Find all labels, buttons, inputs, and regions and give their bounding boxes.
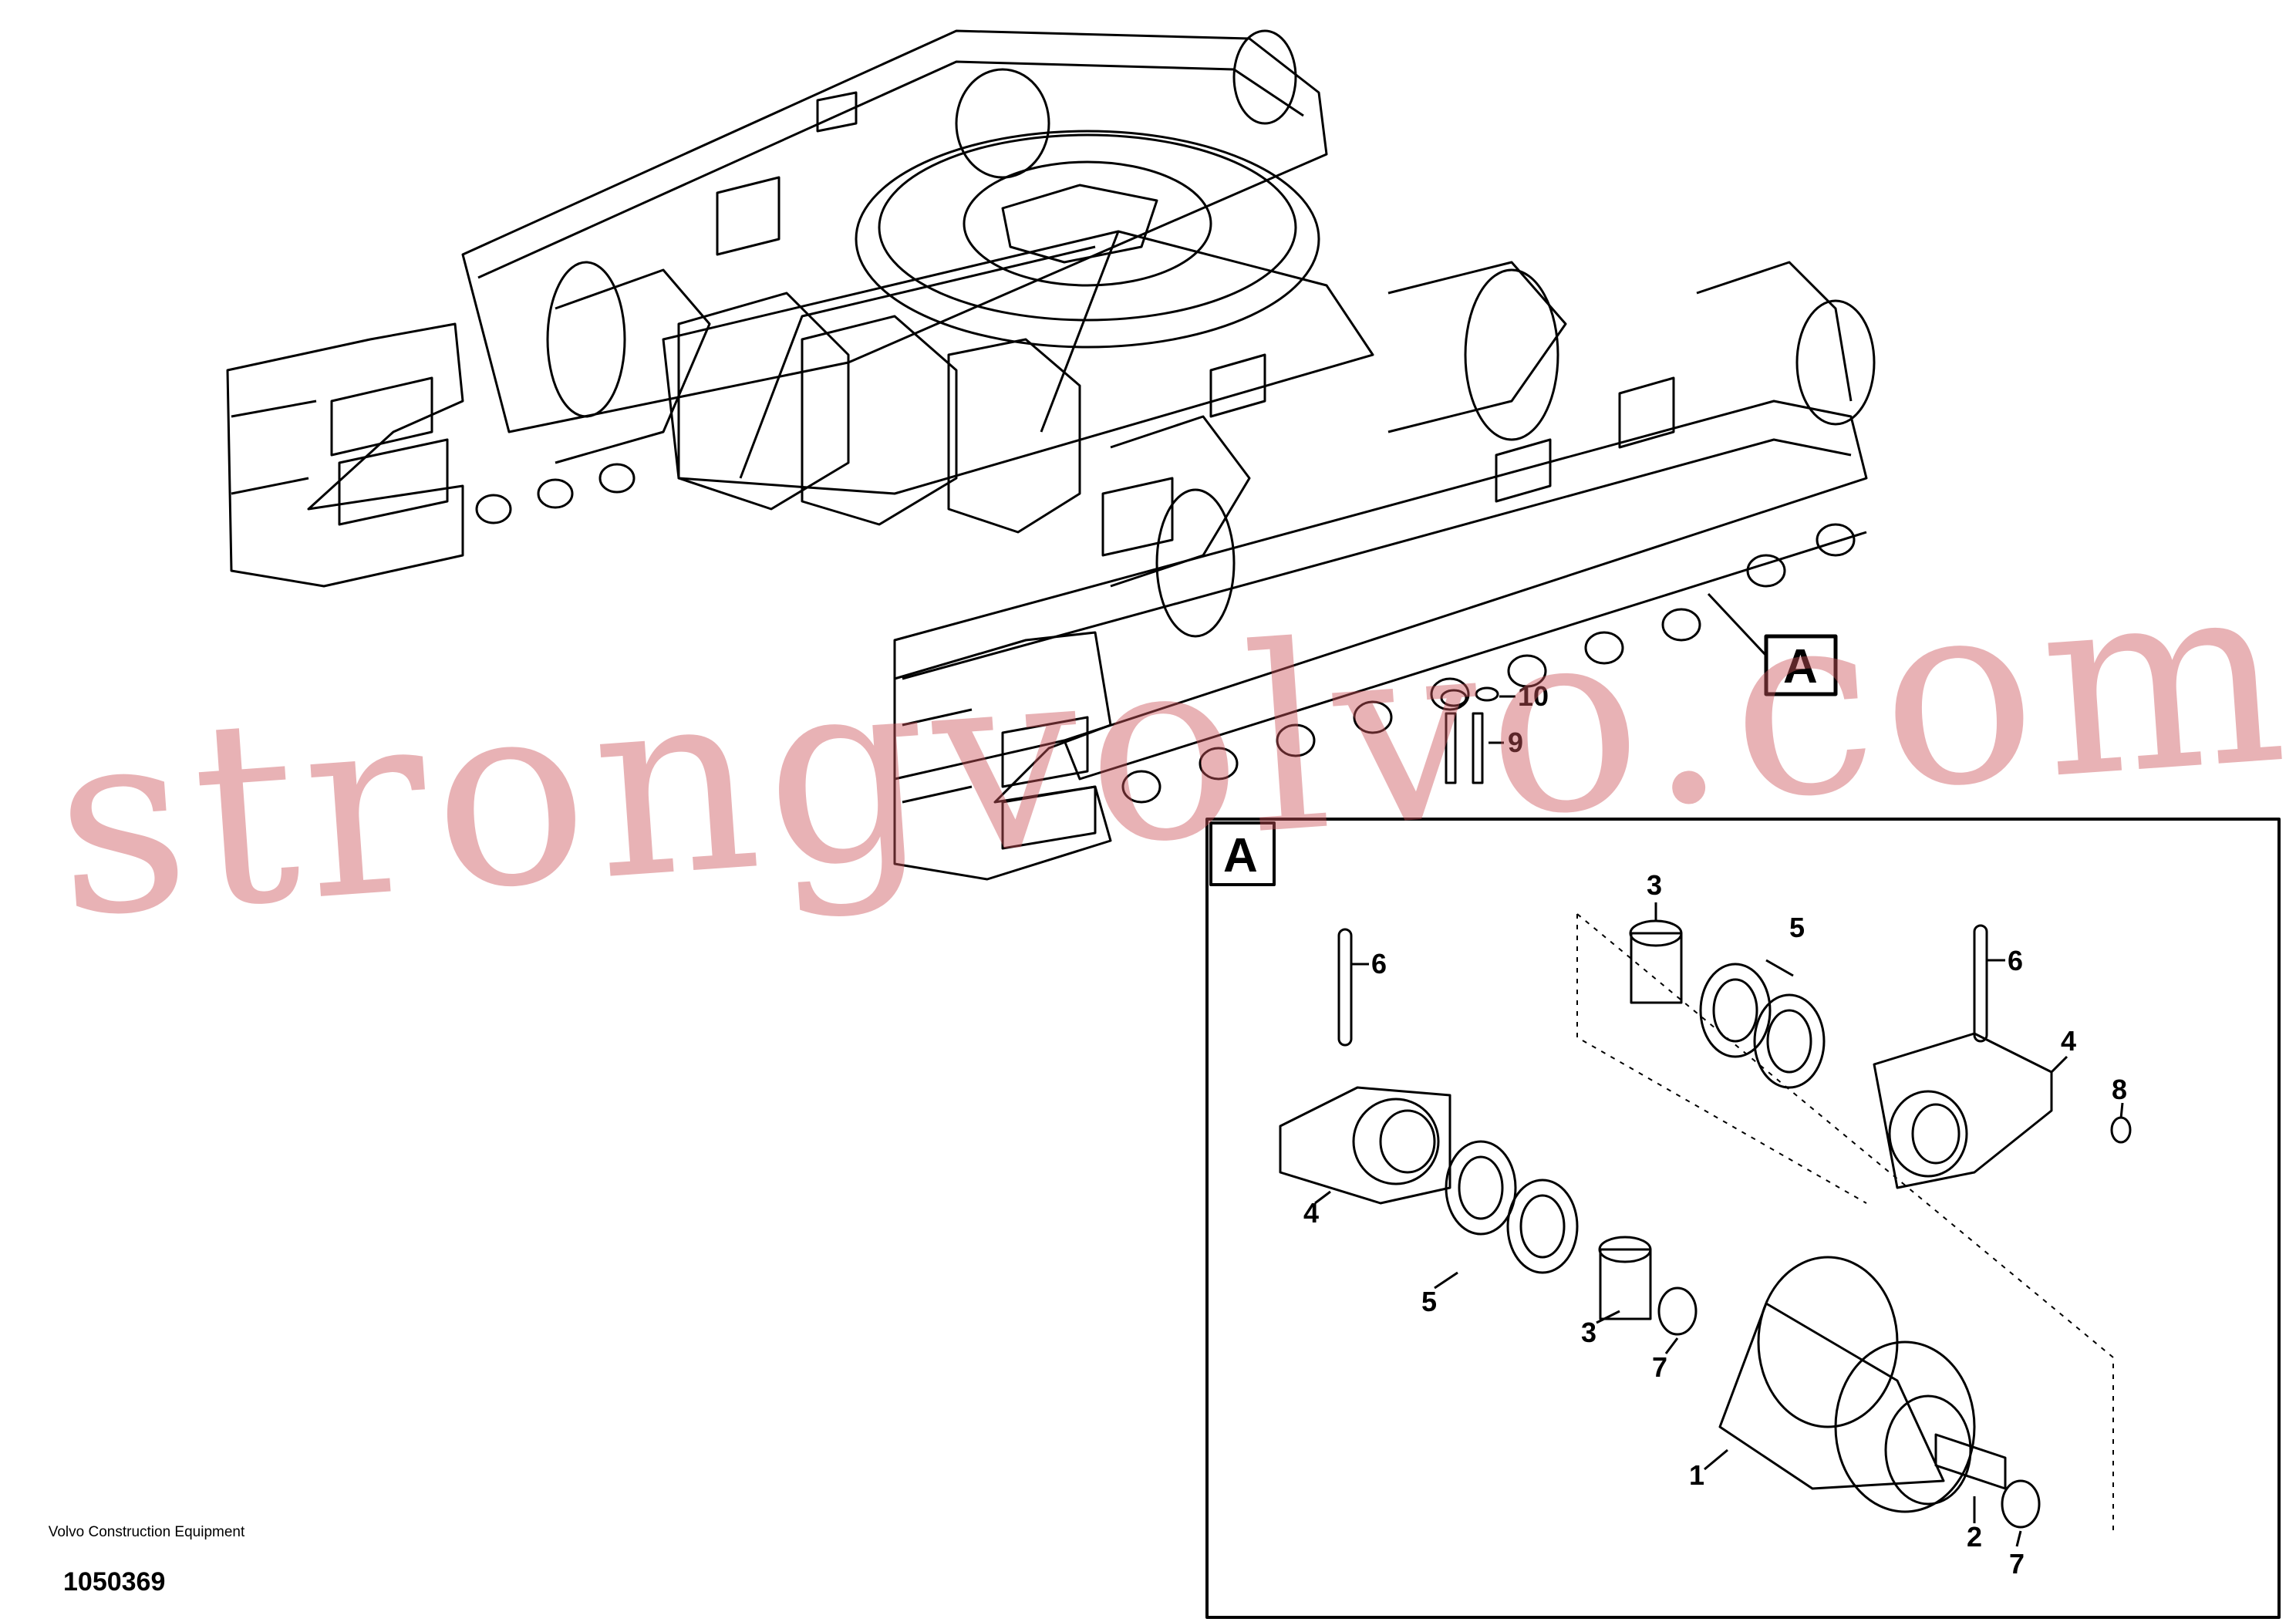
detail-title-letter: A (1223, 829, 1258, 882)
label-part-4-left: 4 (1303, 1197, 1319, 1229)
callout-letter-main: A (1783, 640, 1818, 693)
label-part-7-lower: 7 (2009, 1548, 2025, 1580)
detail-panel (1205, 818, 2281, 1619)
label-part-4-right: 4 (2061, 1025, 2076, 1057)
callout-box-main (1764, 634, 1838, 696)
label-part-10: 10 (1518, 680, 1549, 712)
label-part-6-right: 6 (2008, 945, 2023, 976)
label-part-3-upper: 3 (1647, 869, 1662, 901)
label-part-3-lower: 3 (1581, 1317, 1596, 1348)
label-part-7-upper: 7 (1652, 1351, 1667, 1383)
callout-leader (1707, 592, 1768, 657)
label-part-6-left: 6 (1371, 948, 1387, 980)
label-part-2: 2 (1967, 1521, 1982, 1553)
label-part-5-upper: 5 (1789, 912, 1805, 943)
bolt-group (1440, 686, 1515, 784)
manufacturer-label: Volvo Construction Equipment (48, 1524, 245, 1540)
label-part-8: 8 (2112, 1074, 2127, 1105)
undercarriage-frame (226, 29, 1876, 881)
label-part-9: 9 (1508, 727, 1523, 758)
label-part-1: 1 (1689, 1459, 1704, 1491)
document-number: 1050369 (63, 1567, 166, 1597)
label-part-5-left: 5 (1421, 1286, 1437, 1317)
